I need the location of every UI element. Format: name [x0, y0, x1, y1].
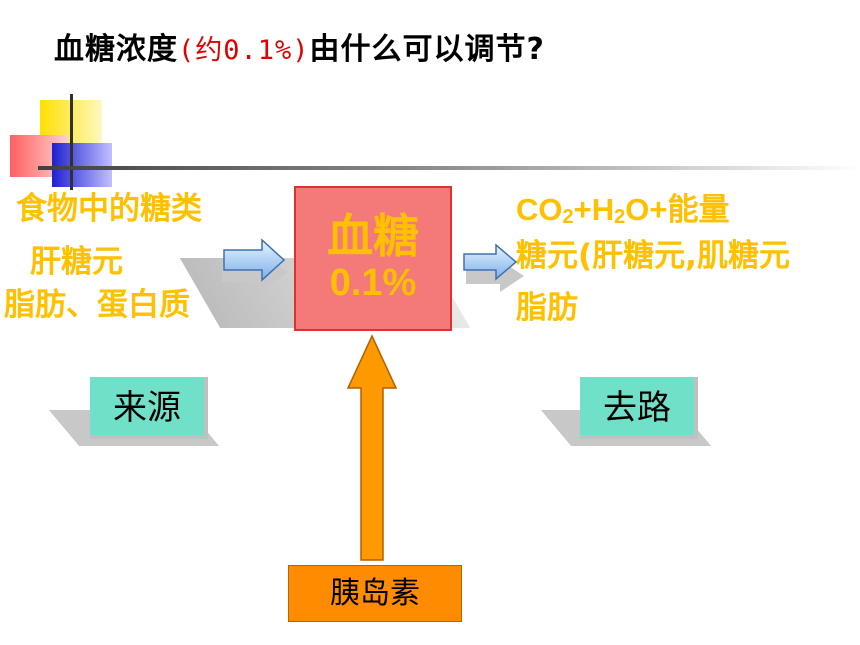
- destination-glycogen: 糖元(肝糖元,肌糖元: [516, 238, 790, 274]
- header-decoration: [10, 94, 860, 190]
- right-arrow-icon: [463, 243, 518, 281]
- insulin-box: 胰岛素: [288, 565, 462, 622]
- blood-glucose-box: [294, 186, 452, 331]
- destination-co2-h2o-energy: CO2+H2O+能量: [516, 192, 730, 228]
- deco-vertical-line: [70, 94, 73, 190]
- left-arrow-icon: [223, 238, 286, 282]
- blood-glucose-label: 血糖: [327, 209, 419, 263]
- deco-horizontal-line: [38, 166, 860, 170]
- page-title: 血糖浓度(约0.1%)由什么可以调节?: [54, 24, 545, 68]
- source-liver-glycogen: 肝糖元: [30, 244, 123, 280]
- source-food-carbs: 食物中的糖类: [16, 191, 202, 227]
- source-tag: 来源: [90, 377, 208, 439]
- title-highlight: (约0.1%): [178, 35, 310, 66]
- title-question: 由什么可以调节?: [309, 32, 545, 67]
- destination-fat: 脂肪: [516, 290, 578, 326]
- blood-glucose-concentration: 0.1%: [329, 262, 417, 304]
- source-fat-protein: 脂肪、蛋白质: [4, 287, 190, 323]
- up-arrow-icon: [346, 334, 398, 561]
- deco-blue-square: [52, 143, 112, 187]
- title-main: 血糖浓度: [54, 32, 178, 67]
- destination-tag: 去路: [580, 377, 698, 439]
